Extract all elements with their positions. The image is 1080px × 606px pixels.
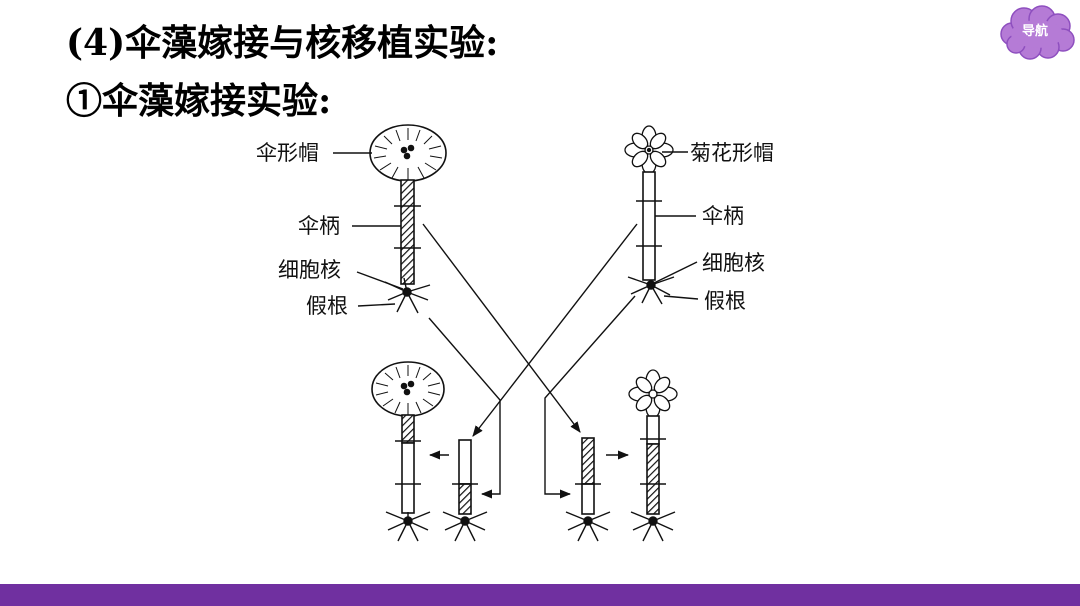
right-labels: 菊花形帽 伞柄 细胞核 假根 — [653, 141, 774, 313]
cloud-icon — [1000, 5, 1075, 60]
rhizoid — [384, 277, 431, 314]
nav-button-label: 导航 — [1021, 24, 1048, 39]
label-nucleus-left: 细胞核 — [278, 258, 341, 282]
left-labels: 伞形帽 伞柄 细胞核 假根 — [256, 141, 404, 318]
label-stalk-right: 伞柄 — [702, 204, 744, 228]
label-umbrella-cap: 伞形帽 — [256, 141, 319, 165]
graft-white-on-hatched — [442, 439, 488, 542]
label-rhizoid-left: 假根 — [306, 294, 348, 318]
label-chrysanthemum-cap: 菊花形帽 — [690, 141, 774, 165]
umbrella-cap — [369, 124, 447, 182]
transfer-arrows — [422, 223, 638, 499]
result-umbrella-alga — [371, 361, 445, 542]
graft-hatched-on-white — [565, 437, 611, 542]
footer-bar — [0, 584, 1080, 606]
result-chrysanthemum-alga — [628, 369, 678, 542]
grafting-diagram: 伞形帽 伞柄 细胞核 假根 菊花形帽 伞柄 细胞核 假根 — [256, 124, 774, 542]
chrysanthemum-cap-alga — [624, 125, 675, 305]
subsection-title: ①伞藻嫁接实验: — [66, 80, 332, 122]
label-nucleus-right: 细胞核 — [702, 251, 765, 275]
label-stalk-left: 伞柄 — [298, 214, 340, 238]
nav-button[interactable]: 导航 — [998, 4, 1078, 60]
umbrella-cap-alga — [369, 124, 447, 314]
section-title: (4)伞藻嫁接与核移植实验: — [66, 22, 499, 64]
rhizoid — [627, 276, 675, 305]
chrysanthemum-cap — [624, 125, 674, 175]
label-rhizoid-right: 假根 — [704, 289, 746, 313]
